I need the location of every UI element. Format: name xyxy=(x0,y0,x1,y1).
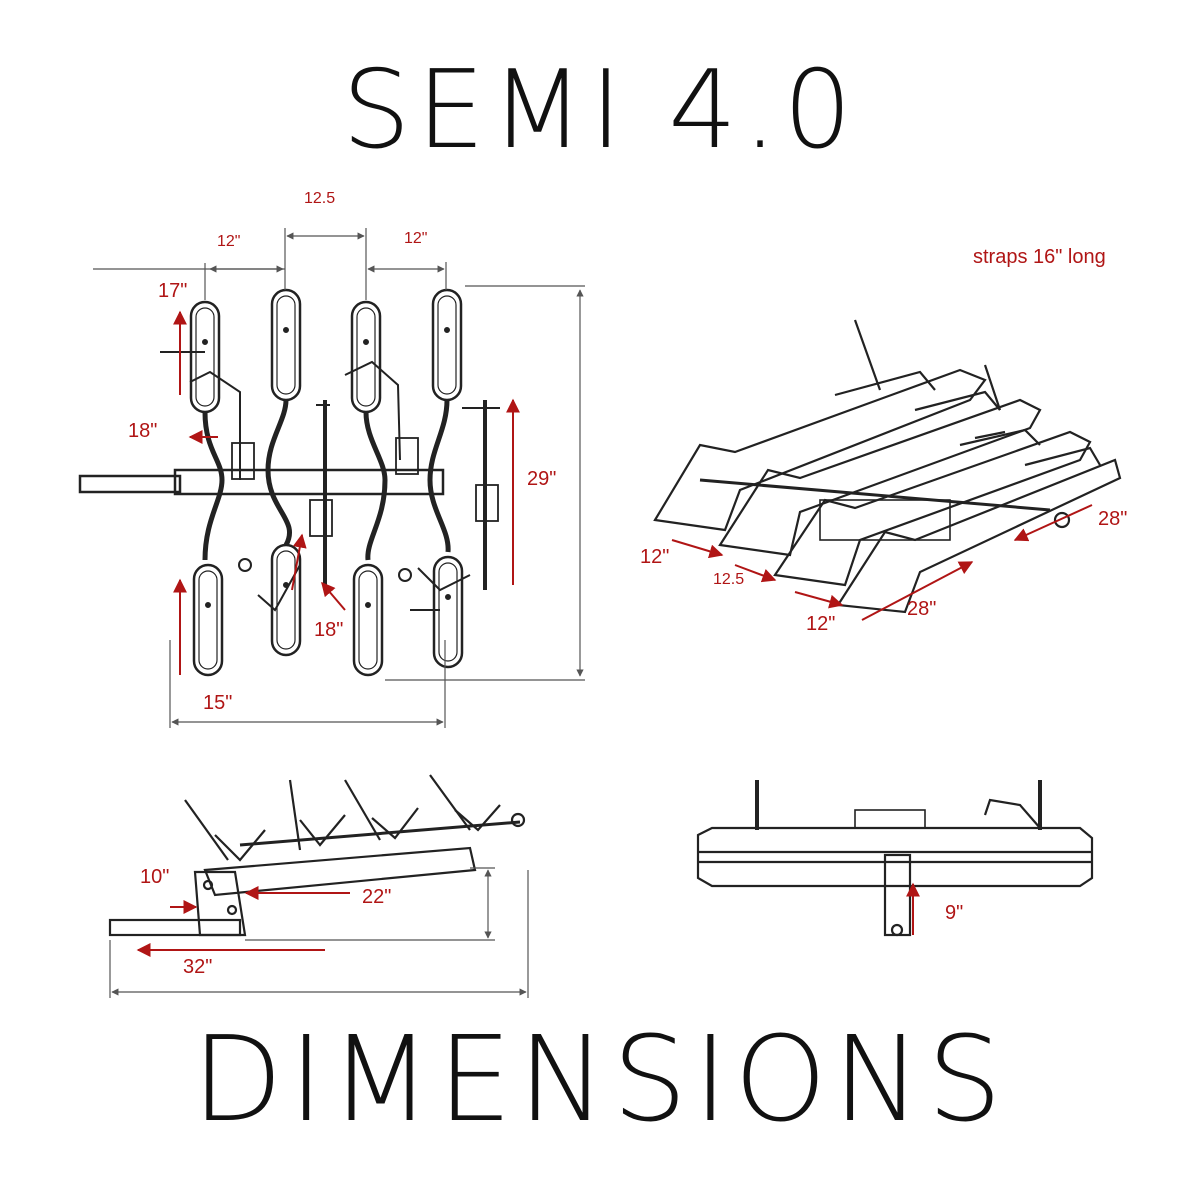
bottom-width-label: 15" xyxy=(203,692,233,714)
top-left-label: 12" xyxy=(217,233,241,250)
left-mid-label: 18" xyxy=(128,420,158,442)
side-arm-label: 22" xyxy=(362,886,392,908)
rear-clearance-label: 9" xyxy=(945,902,964,924)
top-center-label: 12.5 xyxy=(304,190,336,207)
side-height-label: 10" xyxy=(140,866,170,888)
rear-view xyxy=(696,780,1094,937)
iso-gap-2-label: 12.5 xyxy=(713,571,745,588)
iso-view-arrows xyxy=(671,504,1093,621)
iso-gap-1-label: 12" xyxy=(640,546,670,568)
top-right-label: 12" xyxy=(404,230,428,247)
right-height-label: 29" xyxy=(527,468,557,490)
top-view xyxy=(78,288,500,677)
straps-note: straps 16" long xyxy=(973,246,1106,268)
top-view-arrows xyxy=(173,310,520,675)
inner-bottom-label: 18" xyxy=(314,619,344,641)
diagram-title: SEMI 4.0 xyxy=(342,48,858,173)
iso-view xyxy=(653,319,1122,614)
side-view xyxy=(108,774,526,937)
iso-bottom-label: 28" xyxy=(907,598,937,620)
top-view-guides xyxy=(93,228,585,728)
side-length-label: 32" xyxy=(183,956,213,978)
side-view-guides xyxy=(109,867,529,998)
diagram-footer: DIMENSIONS xyxy=(191,1010,1009,1148)
iso-right-label: 28" xyxy=(1098,508,1128,530)
left-upper-label: 17" xyxy=(158,280,188,302)
iso-gap-3-label: 12" xyxy=(806,613,836,635)
side-view-arrows xyxy=(136,886,350,957)
